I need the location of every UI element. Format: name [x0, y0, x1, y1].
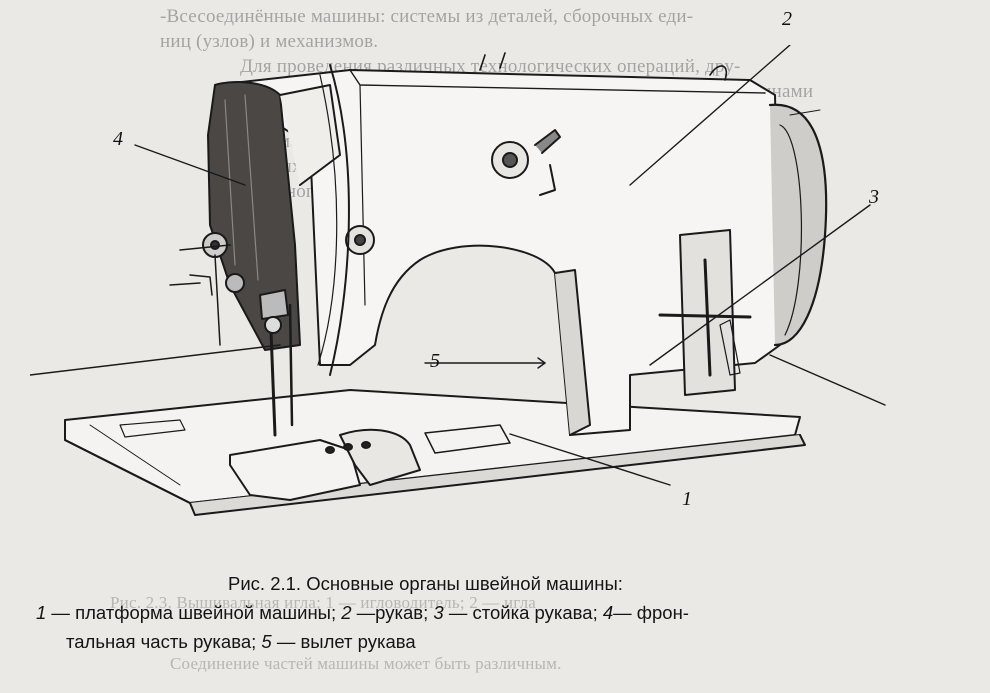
caption-num: 5 — [261, 631, 272, 652]
presser-foot-shape — [229, 439, 361, 501]
bleed-line: ниц (узлов) и механизмов. — [160, 31, 379, 52]
bleed-through-text-bottom: Рис. 2.3. Вышивальная игла; 1 — игловоди… — [110, 590, 990, 676]
caption-text: —рукав; — [351, 602, 434, 623]
caption-text: — вылет рукава — [271, 631, 416, 652]
caption-num: 4 — [602, 602, 614, 623]
caption-line-3: тальная часть рукава; 5 — вылет рукава — [30, 627, 960, 656]
caption-num: 1 — [36, 602, 47, 623]
callout-3: 3 — [869, 186, 879, 208]
callout-5: 5 — [430, 350, 440, 372]
caption-text: — платформа швейной машины; — [46, 602, 342, 623]
callout-4: 4 — [113, 128, 123, 150]
sewing-machine-illustration — [30, 45, 886, 516]
bleed-line: Рис. 2.3. Вышивальная игла; 1 — игловоди… — [110, 593, 537, 612]
callout-1: 1 — [682, 488, 692, 510]
bleed-line: Соединение частей машины может быть разл… — [170, 654, 562, 673]
figure-caption: Рис. 2.1. Основные органы швейной машины… — [30, 569, 960, 656]
caption-line-2: 1 — платформа швейной машины; 2 —рукав; … — [30, 598, 960, 627]
bleed-line: -Всесоединённые машины: системы из детал… — [160, 6, 694, 27]
handwheel-shape — [768, 103, 828, 347]
caption-text: — стойка рукава; — [443, 602, 603, 623]
callout-2: 2 — [782, 8, 792, 30]
caption-num: 3 — [433, 602, 444, 623]
arm-shape — [214, 69, 781, 436]
caption-text: тальная часть рукава; — [66, 631, 262, 652]
caption-title: Рис. 2.1. Основные органы швейной машины… — [228, 573, 623, 594]
caption-text: — фрон- — [613, 602, 689, 623]
caption-num: 2 — [341, 602, 352, 623]
leader-lines — [30, 45, 886, 486]
